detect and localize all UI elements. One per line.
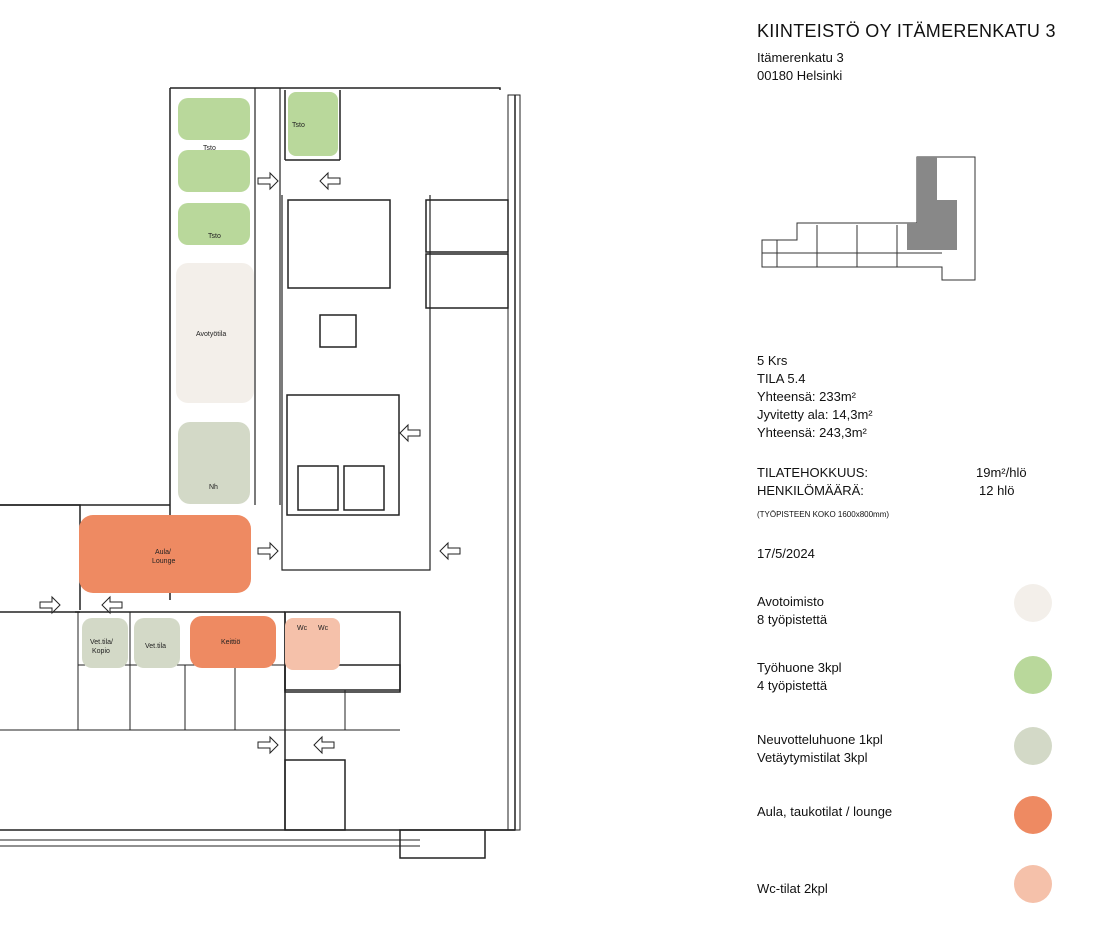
legend-label: Työhuone 3kpl bbox=[757, 660, 842, 675]
legend-sublabel: 4 työpistettä bbox=[757, 678, 828, 693]
key-plan-thumbnail bbox=[761, 156, 976, 281]
metric-labels: TILATEHOKKUUS: HENKILÖMÄÄRÄ: bbox=[757, 464, 868, 500]
floor: 5 Krs bbox=[757, 353, 788, 368]
area-grand-total: Yhteensä: 243,3m² bbox=[757, 425, 867, 440]
room-label-avotyotila: Avotyötila bbox=[196, 331, 226, 338]
legend-item-avotoimisto: Avotoimisto 8 työpistettä bbox=[757, 593, 827, 629]
legend-swatch-wc bbox=[1014, 865, 1052, 903]
legend-sublabel: 8 työpistettä bbox=[757, 612, 828, 627]
room-label-keittio: Keittiö bbox=[221, 639, 241, 646]
legend-swatch-neuvotteluhuone bbox=[1014, 727, 1052, 765]
legend-item-aula: Aula, taukotilat / lounge bbox=[757, 803, 892, 821]
property-title: KIINTEISTÖ OY ITÄMERENKATU 3 bbox=[757, 21, 1056, 41]
room-label-tsto: Tsto bbox=[208, 233, 221, 240]
city: 00180 Helsinki bbox=[757, 68, 843, 83]
legend-item-wc: Wc-tilat 2kpl bbox=[757, 880, 828, 898]
room-label-wc: Wc bbox=[297, 625, 308, 632]
room-label-vet-tila: Vet.tila bbox=[145, 643, 166, 650]
legend-label: Neuvotteluhuone 1kpl bbox=[757, 732, 883, 747]
space-id: TILA 5.4 bbox=[757, 371, 806, 386]
people-label: HENKILÖMÄÄRÄ: bbox=[757, 483, 864, 498]
legend-label: Wc-tilat 2kpl bbox=[757, 881, 828, 896]
room-label-aula: Aula/ bbox=[155, 549, 171, 556]
legend-label: Aula, taukotilat / lounge bbox=[757, 804, 893, 819]
address: Itämerenkatu 3 00180 Helsinki bbox=[757, 49, 844, 85]
workstation-note: (TYÖPISTEEN KOKO 1600x800mm) bbox=[757, 510, 890, 519]
room-label-kopio: Kopio bbox=[92, 648, 110, 655]
legend-swatch-avotoimisto bbox=[1014, 584, 1052, 622]
people-value: 12 hlö bbox=[979, 483, 1015, 498]
street: Itämerenkatu 3 bbox=[757, 50, 844, 65]
legend-label: Avotoimisto bbox=[757, 594, 824, 609]
legend-sublabel: Vetäytymistilat 3kpl bbox=[757, 750, 868, 765]
floor-plan: Tsto Tsto Tsto Avotyötila Nh Aula/ Loung… bbox=[0, 87, 521, 859]
room-label-lounge: Lounge bbox=[152, 558, 175, 565]
room-label-tsto: Tsto bbox=[203, 145, 216, 152]
legend-item-tyohuone: Työhuone 3kpl 4 työpistettä bbox=[757, 659, 842, 695]
area-total: Yhteensä: 233m² bbox=[757, 389, 857, 404]
efficiency-value: 19m²/hlö bbox=[976, 465, 1027, 480]
legend-swatch-aula bbox=[1014, 796, 1052, 834]
space-info: 5 Krs TILA 5.4 Yhteensä: 233m² Jyvitetty… bbox=[757, 352, 873, 442]
efficiency-label: TILATEHOKKUUS: bbox=[757, 465, 869, 480]
legend-swatch-tyohuone bbox=[1014, 656, 1052, 694]
room-label-nh: Nh bbox=[209, 484, 218, 491]
date: 17/5/2024 bbox=[757, 546, 815, 561]
area-allocated: Jyvitetty ala: 14,3m² bbox=[757, 407, 873, 422]
room-label-tsto: Tsto bbox=[292, 122, 305, 129]
room-label-wc: Wc bbox=[318, 625, 329, 632]
room-label-vet-tila-kopio: Vet.tila/ bbox=[90, 639, 113, 646]
